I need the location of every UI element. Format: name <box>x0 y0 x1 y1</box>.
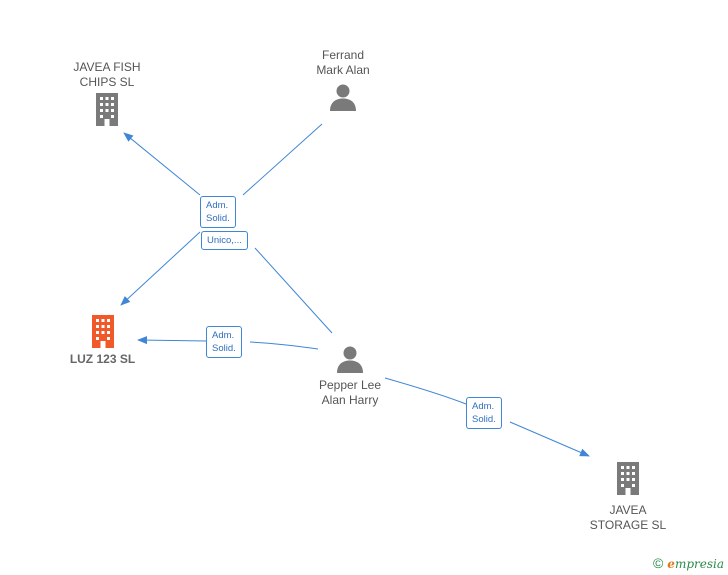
node-ferrand-mark-alan[interactable]: Ferrand Mark Alan <box>293 48 393 116</box>
node-label: JAVEA STORAGE SL <box>589 503 667 532</box>
edge-label-pepper-storage[interactable]: Adm. Solid. <box>466 397 502 429</box>
node-label: LUZ 123 SL <box>69 352 136 366</box>
edge-pepper-to-luz <box>138 340 319 349</box>
brand-initial: e <box>667 557 675 571</box>
node-label: Pepper Lee Alan Harry <box>318 378 382 407</box>
building-icon <box>96 93 118 126</box>
edge-ferrand-to-javea-fish <box>124 124 323 196</box>
building-icon <box>617 462 639 495</box>
person-icon <box>330 84 356 111</box>
node-javea-storage[interactable]: JAVEA STORAGE SL <box>578 461 678 533</box>
building-icon <box>91 315 114 348</box>
copyright-icon: © <box>652 555 664 571</box>
person-icon <box>337 346 363 373</box>
node-javea-fish-chips[interactable]: JAVEA FISH CHIPS SL <box>57 60 157 130</box>
node-pepper-lee-alan-harry[interactable]: Pepper Lee Alan Harry <box>300 344 400 408</box>
edge-pepper-to-center <box>254 247 333 334</box>
brand-name: mpresia <box>674 557 724 571</box>
node-luz-123[interactable]: LUZ 123 SL <box>50 314 155 367</box>
node-label: Ferrand Mark Alan <box>316 48 370 77</box>
brand-logo: ©empresia <box>653 555 724 571</box>
node-label: JAVEA FISH CHIPS SL <box>73 60 141 89</box>
edge-pepper-to-storage <box>384 377 589 456</box>
edge-ferrand-to-luz <box>120 231 201 306</box>
edge-label-ferrand-unico[interactable]: Unico,... <box>201 231 248 250</box>
edge-label-pepper-luz[interactable]: Adm. Solid. <box>206 326 242 358</box>
edge-label-ferrand-adm[interactable]: Adm. Solid. <box>200 196 236 228</box>
